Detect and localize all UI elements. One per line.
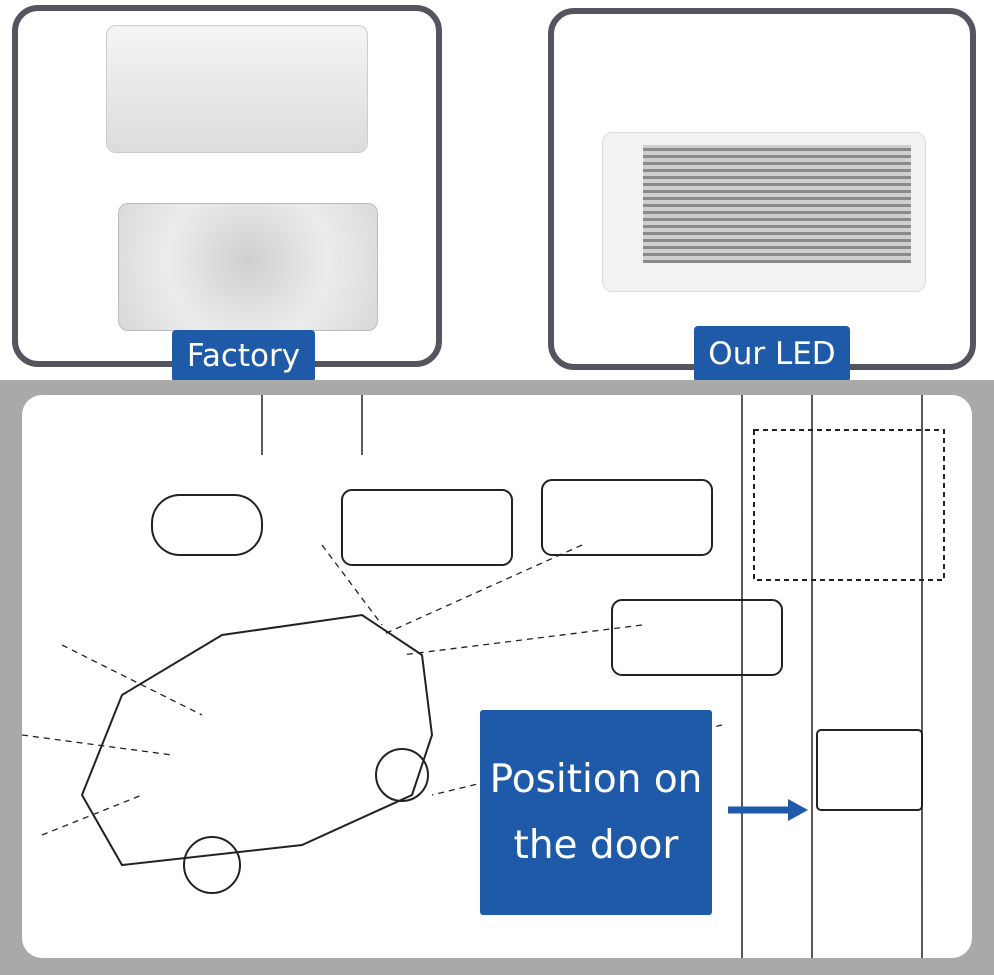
led-panel [548,8,976,370]
car-outline [80,613,434,867]
door-lamp-diagram [816,729,923,811]
lamp-diagram-3 [611,599,783,676]
callout-line-1: Position on [489,756,703,802]
callout-line-2: the door [513,822,679,868]
lamp-diagram-oval [151,494,263,556]
factory-lamp-bottom [118,203,378,331]
lamp-diagram-1 [341,489,513,566]
lamp-diagram-2 [541,479,713,556]
factory-panel [12,5,442,367]
led-lens [643,145,911,263]
car-wheel-rear [375,748,429,802]
car-wheel-front [183,836,241,894]
factory-label: Factory [172,330,315,382]
detail-box [753,429,945,581]
position-callout: Position on the door [480,710,712,915]
led-label: Our LED [694,326,850,382]
led-lamp [602,132,926,292]
factory-lamp-top [106,25,368,153]
car-lighting-diagram [22,395,945,958]
